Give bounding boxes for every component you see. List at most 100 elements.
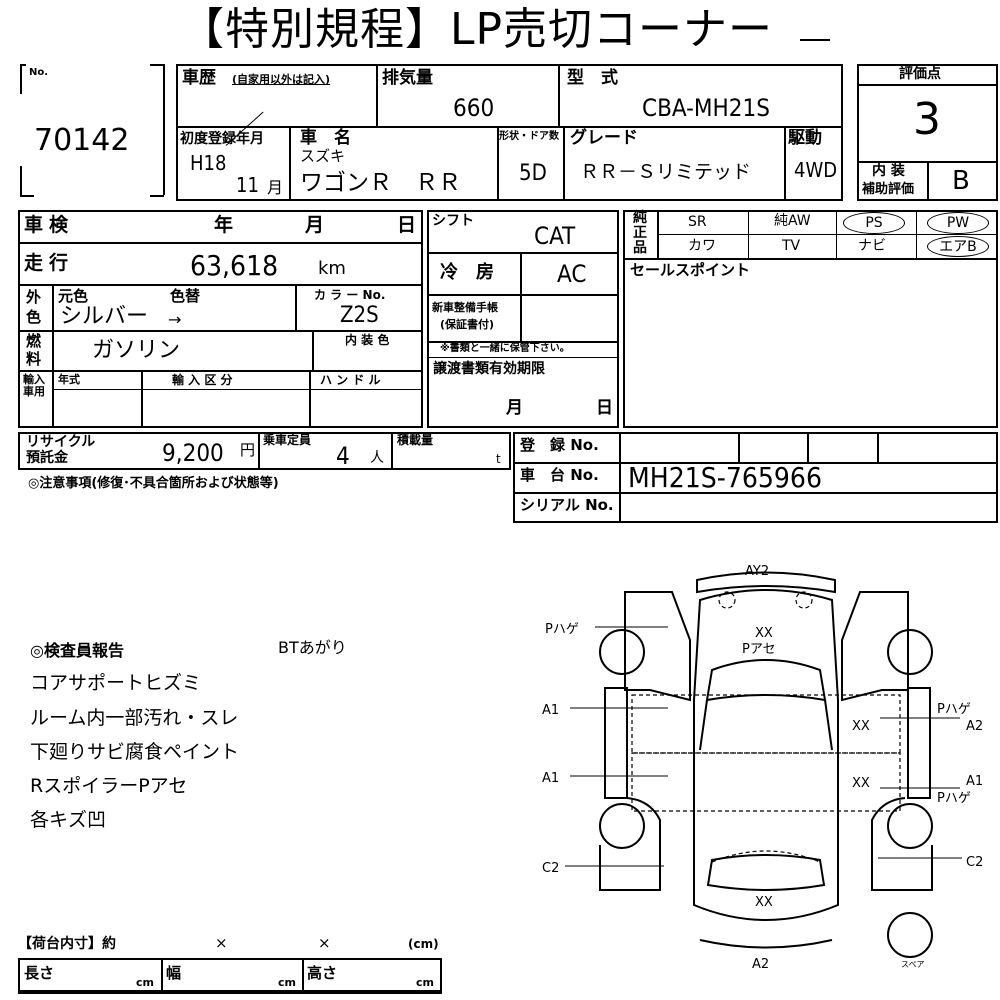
inspection-label: 車検 xyxy=(24,214,75,236)
diag-right-xx1: XX xyxy=(852,719,870,734)
shift-value: CAT xyxy=(534,222,576,250)
doors-value: 5D xyxy=(519,161,547,186)
first-reg-label: 初度登録年月 xyxy=(180,131,264,147)
spec-table xyxy=(176,64,843,201)
cargo-length-cm: cm xyxy=(136,976,154,989)
inspector-line-5: 各キズ凹 xyxy=(30,809,107,831)
capacity-value: 4 xyxy=(336,442,350,470)
options-side: 純正品 xyxy=(633,210,647,256)
transfer-month: 月 xyxy=(506,398,523,418)
cargo-height-cm: cm xyxy=(416,976,434,989)
option-airbag: エアB xyxy=(927,236,989,257)
history-label: 車歴 xyxy=(182,68,216,88)
vehicle-table xyxy=(18,210,423,428)
registration-table xyxy=(513,432,998,523)
import-handle-label: ハ ン ド ル xyxy=(320,373,381,387)
cargo-label: 【荷台内寸】約 xyxy=(18,936,116,952)
cargo-width-label: 幅 xyxy=(166,964,182,982)
diag-right-xx2: XX xyxy=(852,776,870,791)
diag-ay2: AY2 xyxy=(745,564,769,579)
drive-label: 駆動 xyxy=(788,128,822,148)
mileage-unit: km xyxy=(318,258,346,279)
cargo-length-label: 長さ xyxy=(24,964,55,982)
car-name-value: ワゴンＲ ＲＲ xyxy=(300,170,461,196)
diag-right1a: Pハゲ xyxy=(937,702,971,717)
diag-hood2: Pアセ xyxy=(742,642,776,657)
displacement-value: 660 xyxy=(453,94,495,122)
cargo-x1: × xyxy=(215,934,228,952)
load-unit: t xyxy=(496,452,501,466)
option-sr: SR xyxy=(688,214,707,230)
registration-label: 登 録 No. xyxy=(520,436,599,454)
first-reg-era: H18 xyxy=(190,151,227,175)
recycle-value: 9,200 xyxy=(162,439,224,467)
inspector-line-2: ルーム内一部汚れ・スレ xyxy=(30,707,239,729)
car-maker: スズキ xyxy=(300,147,346,165)
fuel-side1: 燃 xyxy=(26,332,42,350)
import-year-label: 年式 xyxy=(58,373,80,386)
exterior-color-value: シルバー xyxy=(60,304,149,329)
option-tv: TV xyxy=(782,238,801,254)
grade-value: ＲＲ－Ｓリミテッド xyxy=(580,161,752,183)
diag-right1b: A2 xyxy=(966,719,983,734)
options-table xyxy=(623,210,998,428)
car-name-label: 車 名 xyxy=(300,128,351,148)
inspector-line-1: コアサポートヒズミ xyxy=(30,672,202,694)
inspection-year: 年 xyxy=(214,214,234,236)
color-code-label: カ ラ ー No. xyxy=(314,288,386,302)
transfer-label: 譲渡書類有効期限 xyxy=(433,361,545,377)
cargo-width-cm: cm xyxy=(278,976,296,989)
diag-a2: A2 xyxy=(752,957,769,972)
recycle-label1: リサイクル xyxy=(26,434,96,450)
orig-color-label: 元色 xyxy=(58,287,89,305)
import-side: 輸入車用 xyxy=(23,373,45,398)
aircon-value: AC xyxy=(557,260,587,288)
fuel-side2: 料 xyxy=(26,350,42,368)
model-label: 型 式 xyxy=(567,68,618,88)
recycle-unit: 円 xyxy=(240,441,256,459)
serial-label: シリアル No. xyxy=(520,496,614,514)
interior-score-label1: 内 装 xyxy=(872,163,905,179)
load-label: 積載量 xyxy=(397,433,434,447)
inspector-line-4: RスポイラーPアセ xyxy=(30,775,188,797)
inspection-month: 月 xyxy=(305,214,325,236)
option-leather: カワ xyxy=(688,238,716,254)
score-label: 評価点 xyxy=(899,66,941,82)
service-book-note: ※書類と一緒に保管下さい。 xyxy=(440,343,570,354)
first-reg-month: 11 xyxy=(236,173,259,197)
chassis-label: 車 台 No. xyxy=(520,466,599,484)
interior-score-label2: 補助評価 xyxy=(862,182,915,197)
title-underline xyxy=(800,39,830,41)
aircon-label: 冷 房 xyxy=(440,262,494,283)
diag-left-door2: A1 xyxy=(542,771,559,786)
page-title: 【特別規程】LP売切コーナー xyxy=(180,4,774,55)
color-side2: 色 xyxy=(26,308,42,326)
diag-left-rear: C2 xyxy=(542,861,559,876)
lot-label: No. xyxy=(29,67,49,78)
service-book-label1: 新車整備手帳 xyxy=(432,301,498,314)
diag-right-rear: C2 xyxy=(966,855,983,870)
interior-score-value: B xyxy=(952,166,970,196)
equipment-table xyxy=(427,210,619,428)
change-color-label: 色替 xyxy=(170,287,201,305)
inspector-note: BTあがり xyxy=(278,638,347,657)
cargo-table xyxy=(18,958,442,992)
interior-color-label: 内 装 色 xyxy=(345,333,390,347)
cargo-unit: (cm) xyxy=(408,937,439,951)
capacity-unit: 人 xyxy=(370,450,384,466)
inspector-label: ◎検査員報告 xyxy=(30,641,124,660)
doors-label: 形状・ドア数 xyxy=(499,131,559,142)
inspector-line-3: 下廻りサビ腐食ペイント xyxy=(30,741,240,763)
chassis-value: MH21S-765966 xyxy=(628,461,822,494)
option-aw: 純AW xyxy=(774,213,811,229)
first-reg-month-unit: 月 xyxy=(267,178,284,197)
car-damage-diagram: AY2 XX Pアセ Pハゲ A1 A1 C2 XX XX Pハゲ A2 A1 … xyxy=(542,564,983,972)
fuel-value: ガソリン xyxy=(92,338,181,363)
recycle-table xyxy=(18,432,511,470)
cargo-x2: × xyxy=(318,934,331,952)
model-value: CBA-MH21S xyxy=(642,94,770,122)
import-class-label: 輸 入 区 分 xyxy=(172,373,233,387)
diag-left-door1: A1 xyxy=(542,703,559,718)
diag-hood1: XX xyxy=(755,626,773,641)
inspection-day: 日 xyxy=(397,214,417,236)
